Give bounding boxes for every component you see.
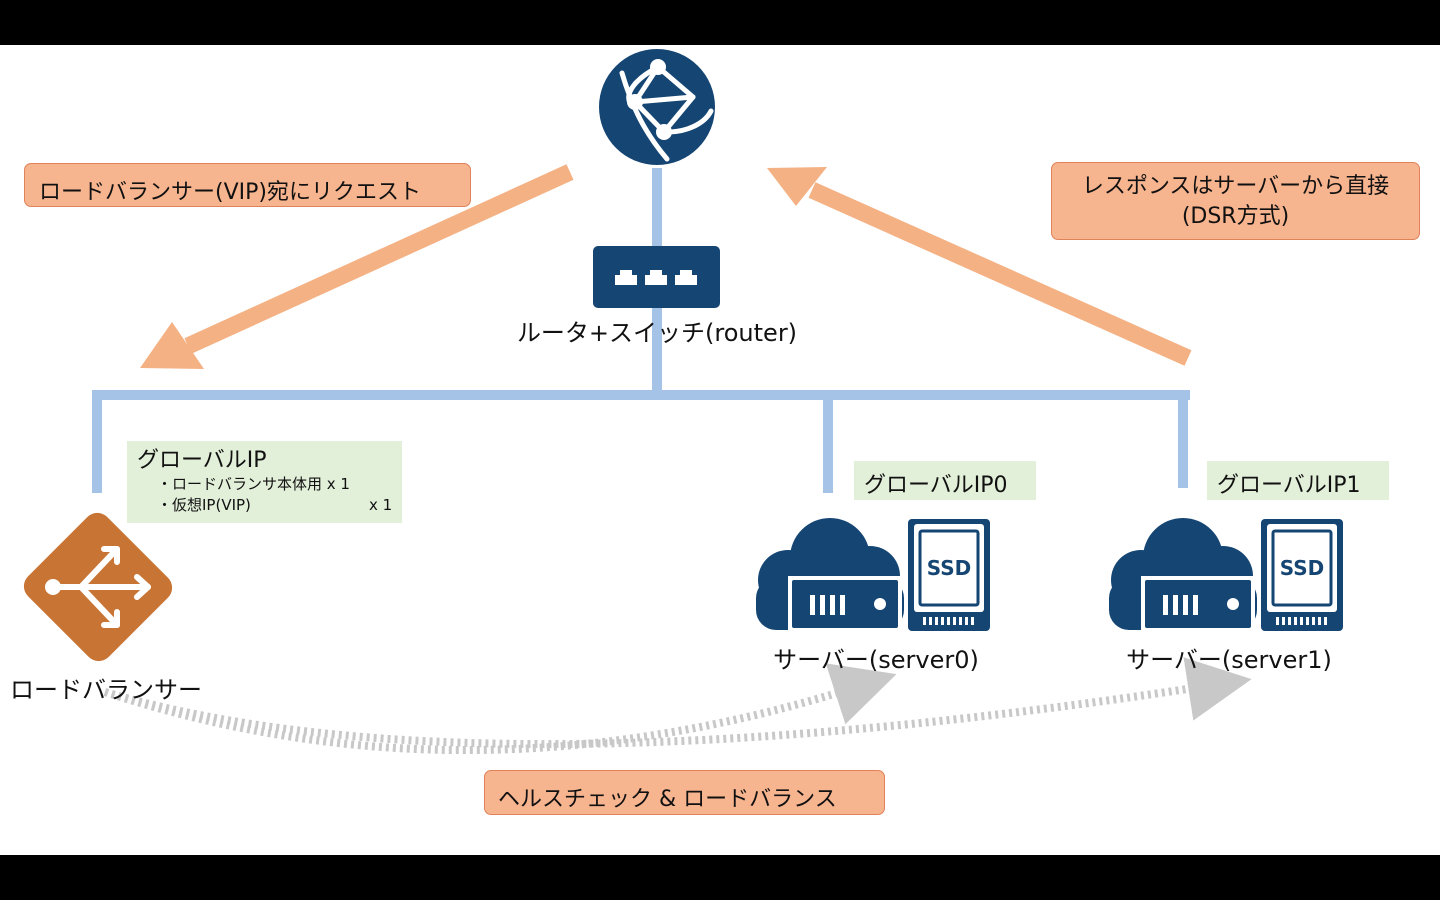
lb-ip-title: グローバルIP xyxy=(137,448,267,473)
server0-ip-text: グローバルIP0 xyxy=(864,473,1008,498)
internet-globe-icon xyxy=(599,49,715,165)
request-callout: ロードバランサー(VIP)宛にリクエスト xyxy=(24,163,471,207)
server0-label: サーバー(server0) xyxy=(773,646,979,674)
lb-ip-line2-right: x 1 xyxy=(369,496,393,514)
ssd-label-1: SSD xyxy=(1279,556,1325,580)
request-arrow xyxy=(140,164,574,369)
lb-ip-line2-left: ・仮想IP(VIP) xyxy=(157,496,251,514)
lb-ip-note: グローバルIP ・ロードバランサ本体用 x 1 ・仮想IP(VIP) x 1 xyxy=(127,441,402,523)
response-callout-line1: レスポンスはサーバーから直接 xyxy=(1081,174,1390,199)
cloud-server-icon-0 xyxy=(756,518,904,631)
load-balancer-icon xyxy=(23,512,173,662)
ssd-icon-0 xyxy=(908,519,990,631)
load-balancer-label: ロードバランサー xyxy=(10,676,202,704)
request-callout-text: ロードバランサー(VIP)宛にリクエスト xyxy=(39,180,421,205)
router-label: ルータ+スイッチ(router) xyxy=(516,319,798,347)
server0-ip-note: グローバルIP0 xyxy=(854,461,1036,500)
cloud-server-icon-1 xyxy=(1109,518,1257,631)
healthcheck-callout: ヘルスチェック & ロードバランス xyxy=(484,770,885,815)
ssd-label-0: SSD xyxy=(926,556,972,580)
response-callout: レスポンスはサーバーから直接 (DSR方式) xyxy=(1051,162,1420,240)
server1-ip-note: グローバルIP1 xyxy=(1207,461,1389,500)
healthcheck-arrows xyxy=(103,657,1252,755)
lb-ip-line1: ・ロードバランサ本体用 x 1 xyxy=(157,475,350,493)
ssd-icon-1 xyxy=(1261,519,1343,631)
network-cable-lines xyxy=(92,168,1190,493)
response-callout-line2: (DSR方式) xyxy=(1181,204,1290,229)
response-arrow xyxy=(767,167,1192,366)
router-switch-icon xyxy=(593,246,720,308)
healthcheck-callout-text: ヘルスチェック & ロードバランス xyxy=(498,787,837,812)
server1-ip-text: グローバルIP1 xyxy=(1217,473,1361,498)
server1-label: サーバー(server1) xyxy=(1126,646,1332,674)
